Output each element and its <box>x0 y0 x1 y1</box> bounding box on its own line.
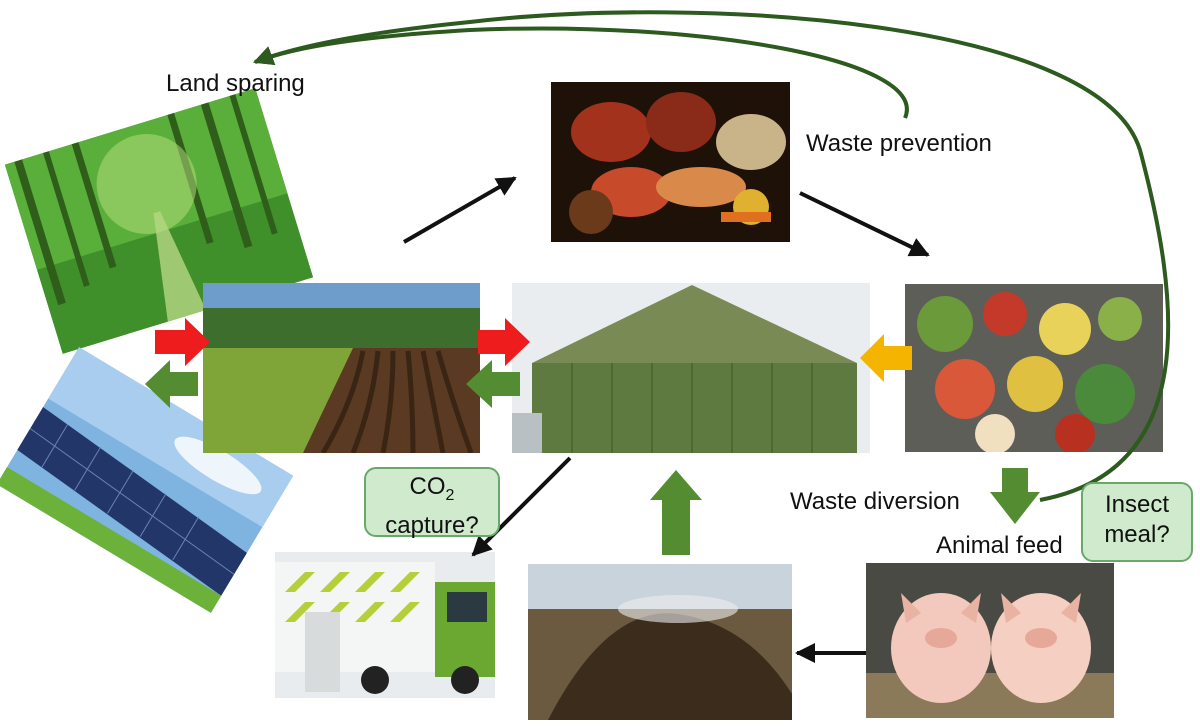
green-up-arrow-to-digester <box>650 470 702 555</box>
waste-prevention-label: Waste prevention <box>806 130 992 157</box>
waste-diversion-label: Waste diversion <box>790 488 960 515</box>
green-down-arrow-to-animal-feed <box>990 468 1040 524</box>
insect-meal-line1: Insect <box>1104 491 1170 518</box>
insect-meal-line2: meal? <box>1104 521 1170 548</box>
insect-meal-box: Insect meal? <box>1081 482 1193 562</box>
co2-capture-box: CO2 capture? <box>364 467 500 539</box>
co2-text: CO <box>409 473 446 500</box>
red-arrow-to-field <box>155 318 210 366</box>
biogas-digester-photo <box>512 283 870 453</box>
pigs-photo <box>866 563 1114 718</box>
food-photo <box>551 82 790 242</box>
co2-capture-text: capture? <box>385 511 479 539</box>
forest-photo <box>4 88 314 354</box>
land-sparing-label: Land sparing <box>166 70 305 97</box>
solar-panel-photo <box>0 347 294 613</box>
food-waste-photo <box>905 284 1163 452</box>
field-photo <box>203 283 480 453</box>
animal-feed-label: Animal feed <box>936 532 1063 559</box>
field-to-food-arrow <box>403 176 517 244</box>
food-to-waste-arrow <box>799 191 930 257</box>
manure-photo <box>528 564 792 720</box>
co2-subscript: 2 <box>445 486 455 504</box>
cng-truck-photo <box>275 552 495 698</box>
